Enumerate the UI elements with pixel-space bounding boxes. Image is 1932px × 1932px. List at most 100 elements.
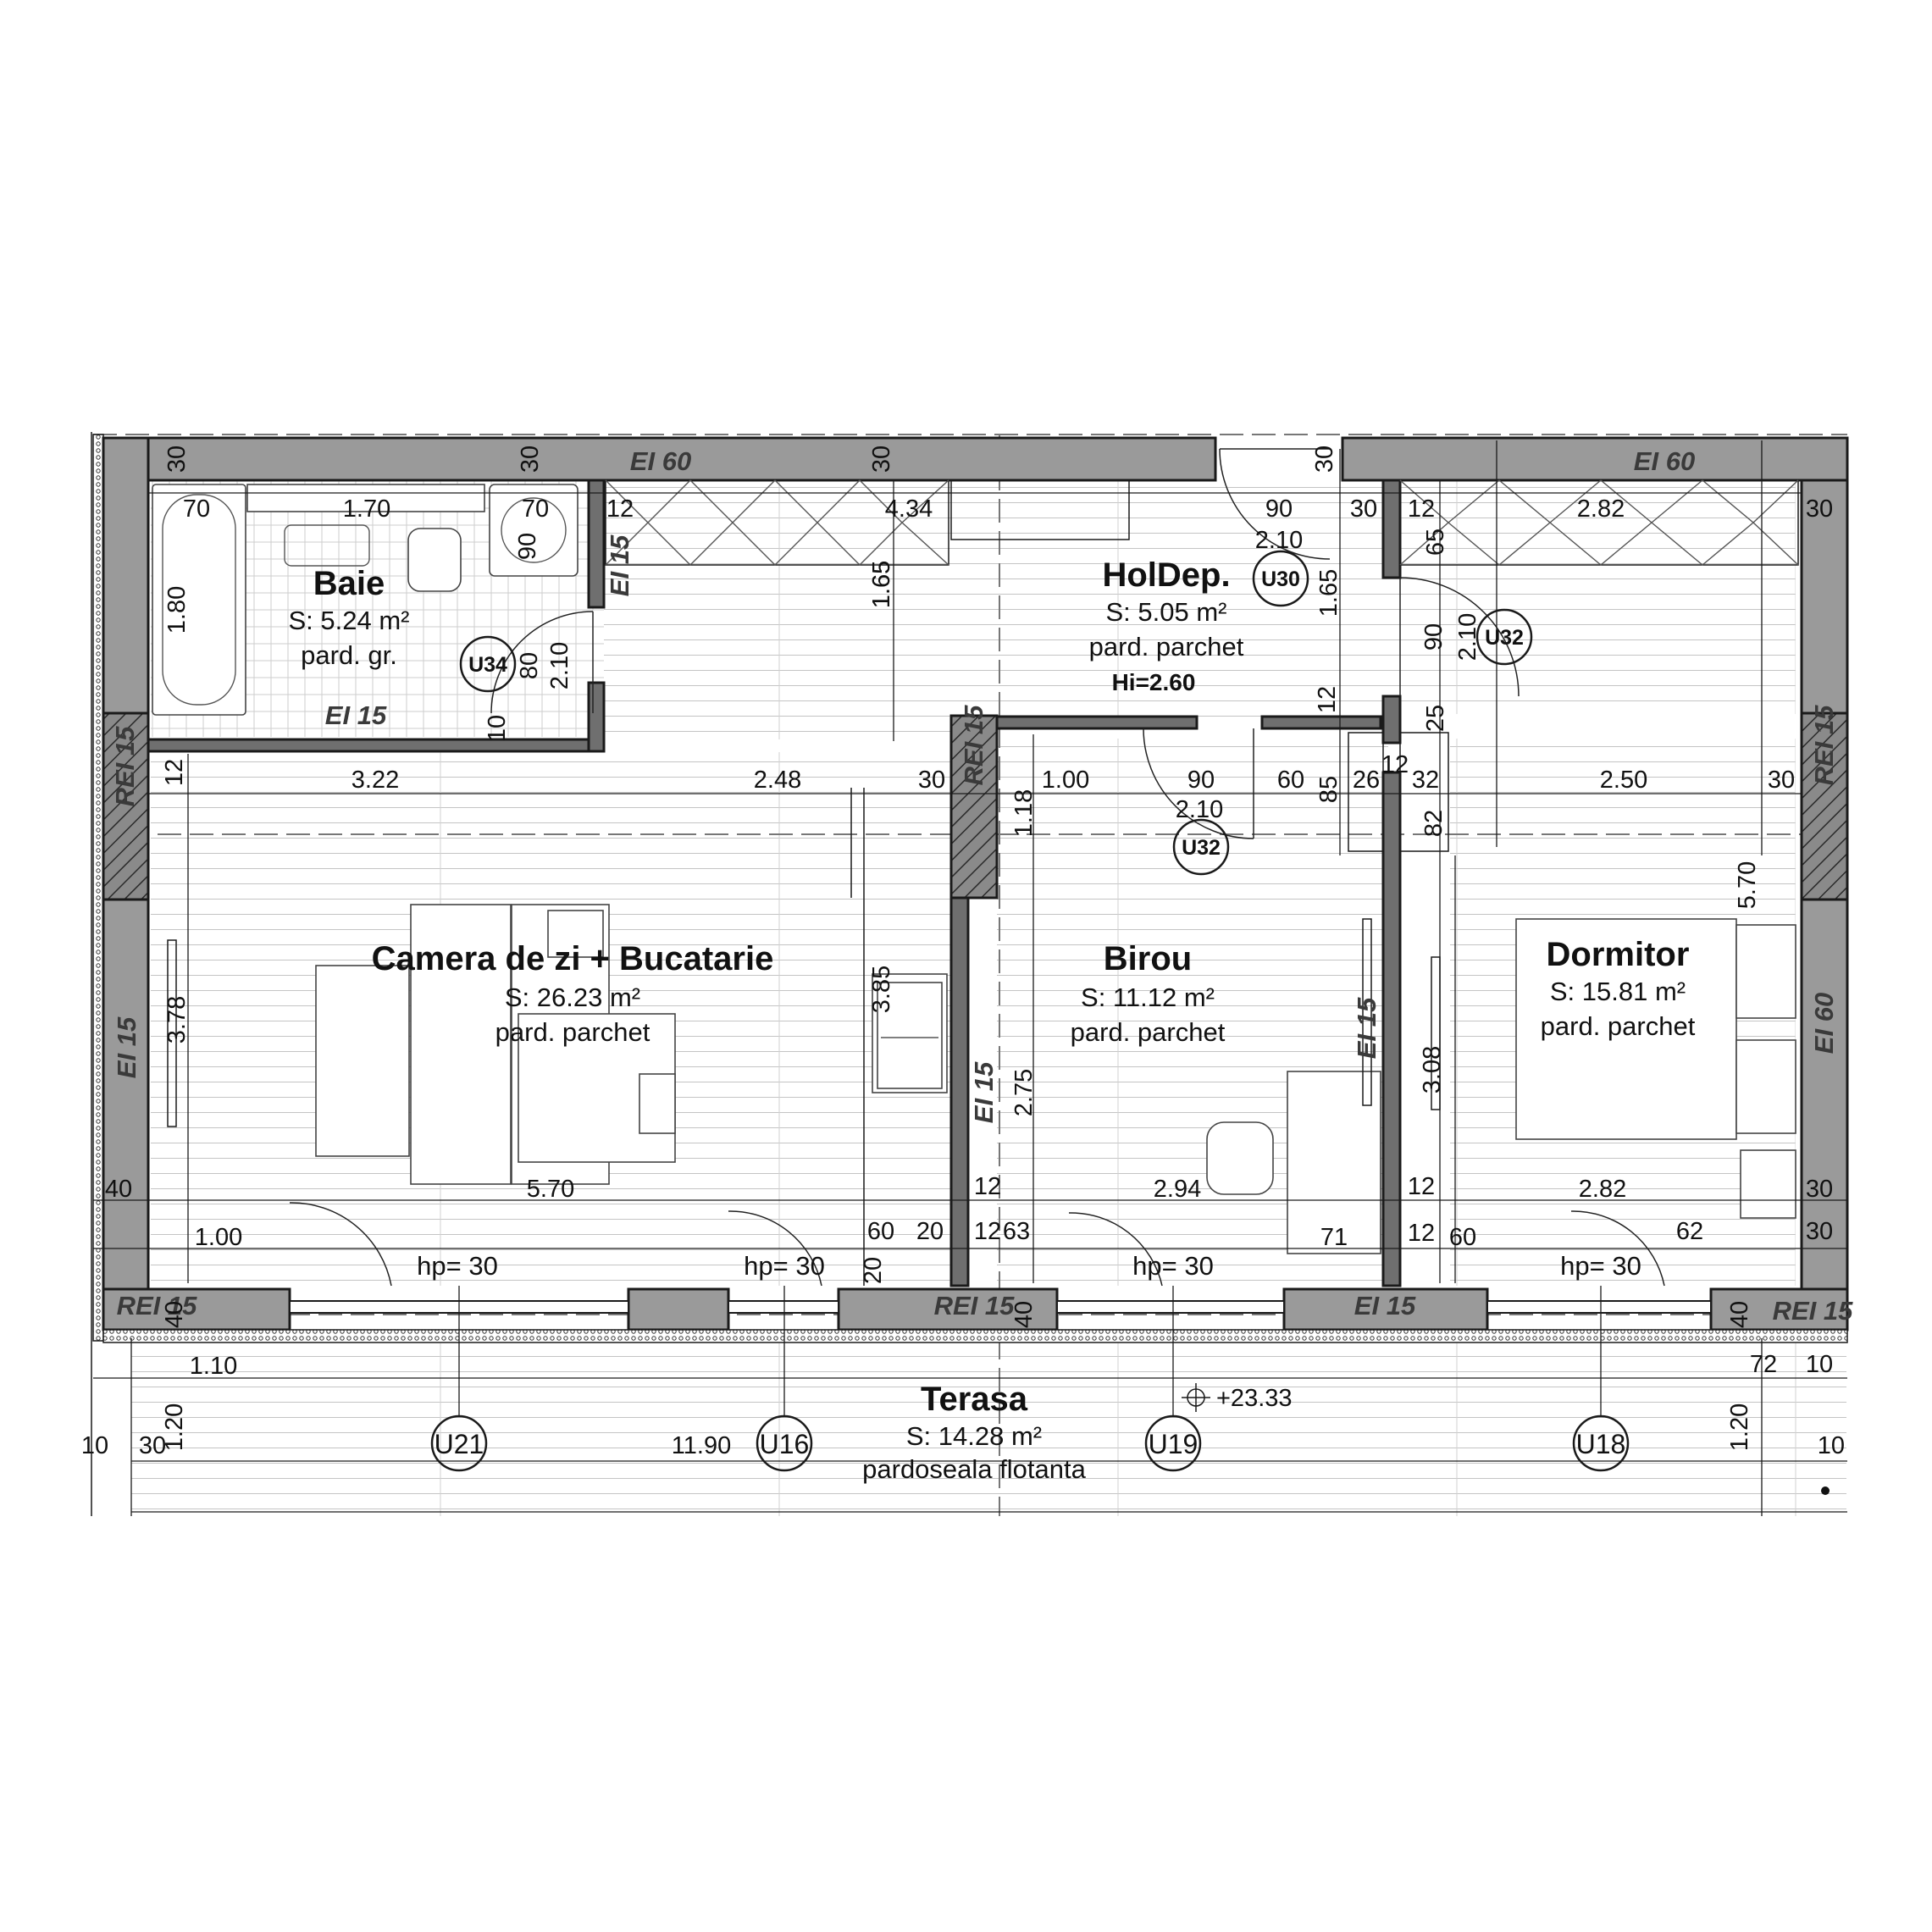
dim-label: 1.18 [1010, 789, 1038, 837]
wall-birou-left [949, 896, 970, 1287]
fire-rating: EI 15 [969, 1061, 999, 1123]
dim-label: 71 [1320, 1224, 1348, 1251]
room-area-holdep: S: 5.05 m² [1106, 597, 1227, 627]
axis-tag: U19 [1149, 1429, 1199, 1459]
dim-label: 90 [1265, 495, 1293, 523]
room-floor-dormitor: pard. parchet [1541, 1011, 1696, 1041]
dim-label: 12 [606, 495, 634, 523]
dim-label: 60 [867, 1218, 894, 1245]
axis-bubble-u18 [1572, 1414, 1630, 1472]
dim-label: 1.80 [163, 586, 191, 634]
birou-furniture [1206, 918, 1381, 1254]
dim-label: 2.94 [1154, 1176, 1201, 1203]
fire-rating: EI 60 [1809, 993, 1839, 1054]
dim-label: 40 [105, 1176, 132, 1203]
dim-label: 2.10 [1176, 796, 1223, 823]
dim-label: 85 [1315, 776, 1342, 803]
fire-rating-labels: EI 60 EI 60 EI 15 EI 15 REI 15 EI 15 REI… [110, 446, 1853, 1326]
dim-label: 30 [517, 446, 544, 473]
wall-holdep-right [1381, 479, 1402, 579]
dim-label: 2.50 [1600, 767, 1647, 794]
dormitor-furniture [1431, 918, 1796, 1219]
wall-top-right [1341, 436, 1849, 482]
axis-bubble-u16 [756, 1414, 813, 1472]
dim-label: 3.08 [1419, 1046, 1446, 1093]
dim-label: 82 [1420, 810, 1448, 837]
doors [289, 448, 1665, 1287]
dim-label: 62 [1676, 1218, 1703, 1245]
dim-label: 2.48 [754, 767, 801, 794]
dim-label: 3.78 [163, 996, 191, 1044]
column-birou [949, 714, 999, 900]
dim-label: 1.70 [343, 495, 390, 523]
room-area-birou: S: 11.12 m² [1081, 983, 1215, 1012]
room-area-dormitor: S: 15.81 m² [1550, 977, 1686, 1006]
dim-label: 1.00 [195, 1224, 242, 1251]
dim-label: 12 [1408, 495, 1435, 523]
door-bubble-u34 [459, 635, 517, 693]
dim-label: 2.10 [1454, 613, 1481, 661]
window-2 [728, 1300, 839, 1314]
room-area-terasa: S: 14.28 m² [906, 1421, 1042, 1451]
window-3 [1056, 1300, 1285, 1314]
dim-label: 3.85 [868, 966, 895, 1013]
door-tag: U34 [468, 653, 507, 677]
room-labels: Baie S: 5.24 m² pard. gr. HolDep. S: 5.0… [289, 556, 1696, 1484]
living-furniture [167, 788, 948, 1286]
dim-label: 30 [1806, 1176, 1833, 1203]
parapet-height: hp= 30 [417, 1251, 498, 1281]
dim-label: 2.82 [1577, 495, 1625, 523]
fire-rating: REI 15 [1809, 705, 1839, 786]
wall-baie-side-low [587, 681, 606, 753]
dining-table [410, 904, 512, 1185]
parapet-height: hp= 30 [1132, 1251, 1214, 1281]
marker-dot-icon [1821, 1486, 1830, 1495]
wall-left-lower [102, 898, 150, 1293]
dim-label: 30 [1806, 1218, 1833, 1245]
fire-rating: EI 15 [605, 534, 634, 596]
dim-label: 4.34 [885, 495, 933, 523]
dim-label: 60 [1277, 767, 1304, 794]
dim-label: 2.75 [1010, 1069, 1038, 1116]
dim-label: 2.82 [1579, 1176, 1626, 1203]
dim-label: 25 [1422, 705, 1449, 732]
wall-baie-side [587, 479, 606, 609]
fire-rating: EI 60 [1634, 446, 1695, 476]
axis-bubble-u19 [1144, 1414, 1202, 1472]
dim-label: 32 [1412, 767, 1439, 794]
wall-baie-bottom [147, 738, 606, 753]
dim-label: 40 [161, 1301, 188, 1328]
axis-bubble-u21 [430, 1414, 488, 1472]
room-name-camera: Camera de zi + Bucatarie [372, 940, 774, 977]
dim-label: 5.70 [527, 1176, 574, 1203]
dim-label: 20 [916, 1218, 944, 1245]
dim-label: 90 [1420, 623, 1448, 650]
dim-label: 60 [1449, 1224, 1476, 1251]
wall-bottom-5 [1709, 1287, 1849, 1331]
fire-rating: REI 15 [117, 1291, 198, 1320]
dim-label: 90 [1187, 767, 1215, 794]
room-floor-terasa: pardoseala flotanta [862, 1454, 1086, 1484]
wall-birou-right [1381, 771, 1402, 1287]
dim-label: 3.22 [352, 767, 399, 794]
fire-rating: REI 15 [110, 726, 140, 807]
toilet [407, 528, 462, 592]
dim-label: 10 [484, 715, 511, 742]
axis-markers [430, 550, 1830, 1495]
bed [1515, 918, 1737, 1140]
dim-label: 10 [1806, 1351, 1833, 1378]
level-terasa: +23.33 [1216, 1385, 1293, 1412]
room-name-terasa: Terasa [921, 1381, 1028, 1418]
dim-label: 10 [1818, 1432, 1845, 1459]
room-name-holdep: HolDep. [1102, 556, 1230, 594]
room-height-holdep: Hi=2.60 [1112, 669, 1196, 695]
parapet-height: hp= 30 [1560, 1251, 1641, 1281]
dimension-labels: 30 30 30 30 70 1.70 70 12 4.34 90 30 12 … [81, 446, 1845, 1459]
room-floor-camera: pard. parchet [495, 1017, 650, 1047]
fire-rating: EI 15 [112, 1016, 141, 1078]
door-tag: U30 [1261, 567, 1300, 591]
door-tag: U32 [1485, 626, 1524, 650]
fire-rating: EI 60 [630, 446, 691, 476]
dimension-lines [93, 440, 1847, 1516]
kitchen-sink [877, 982, 943, 1089]
